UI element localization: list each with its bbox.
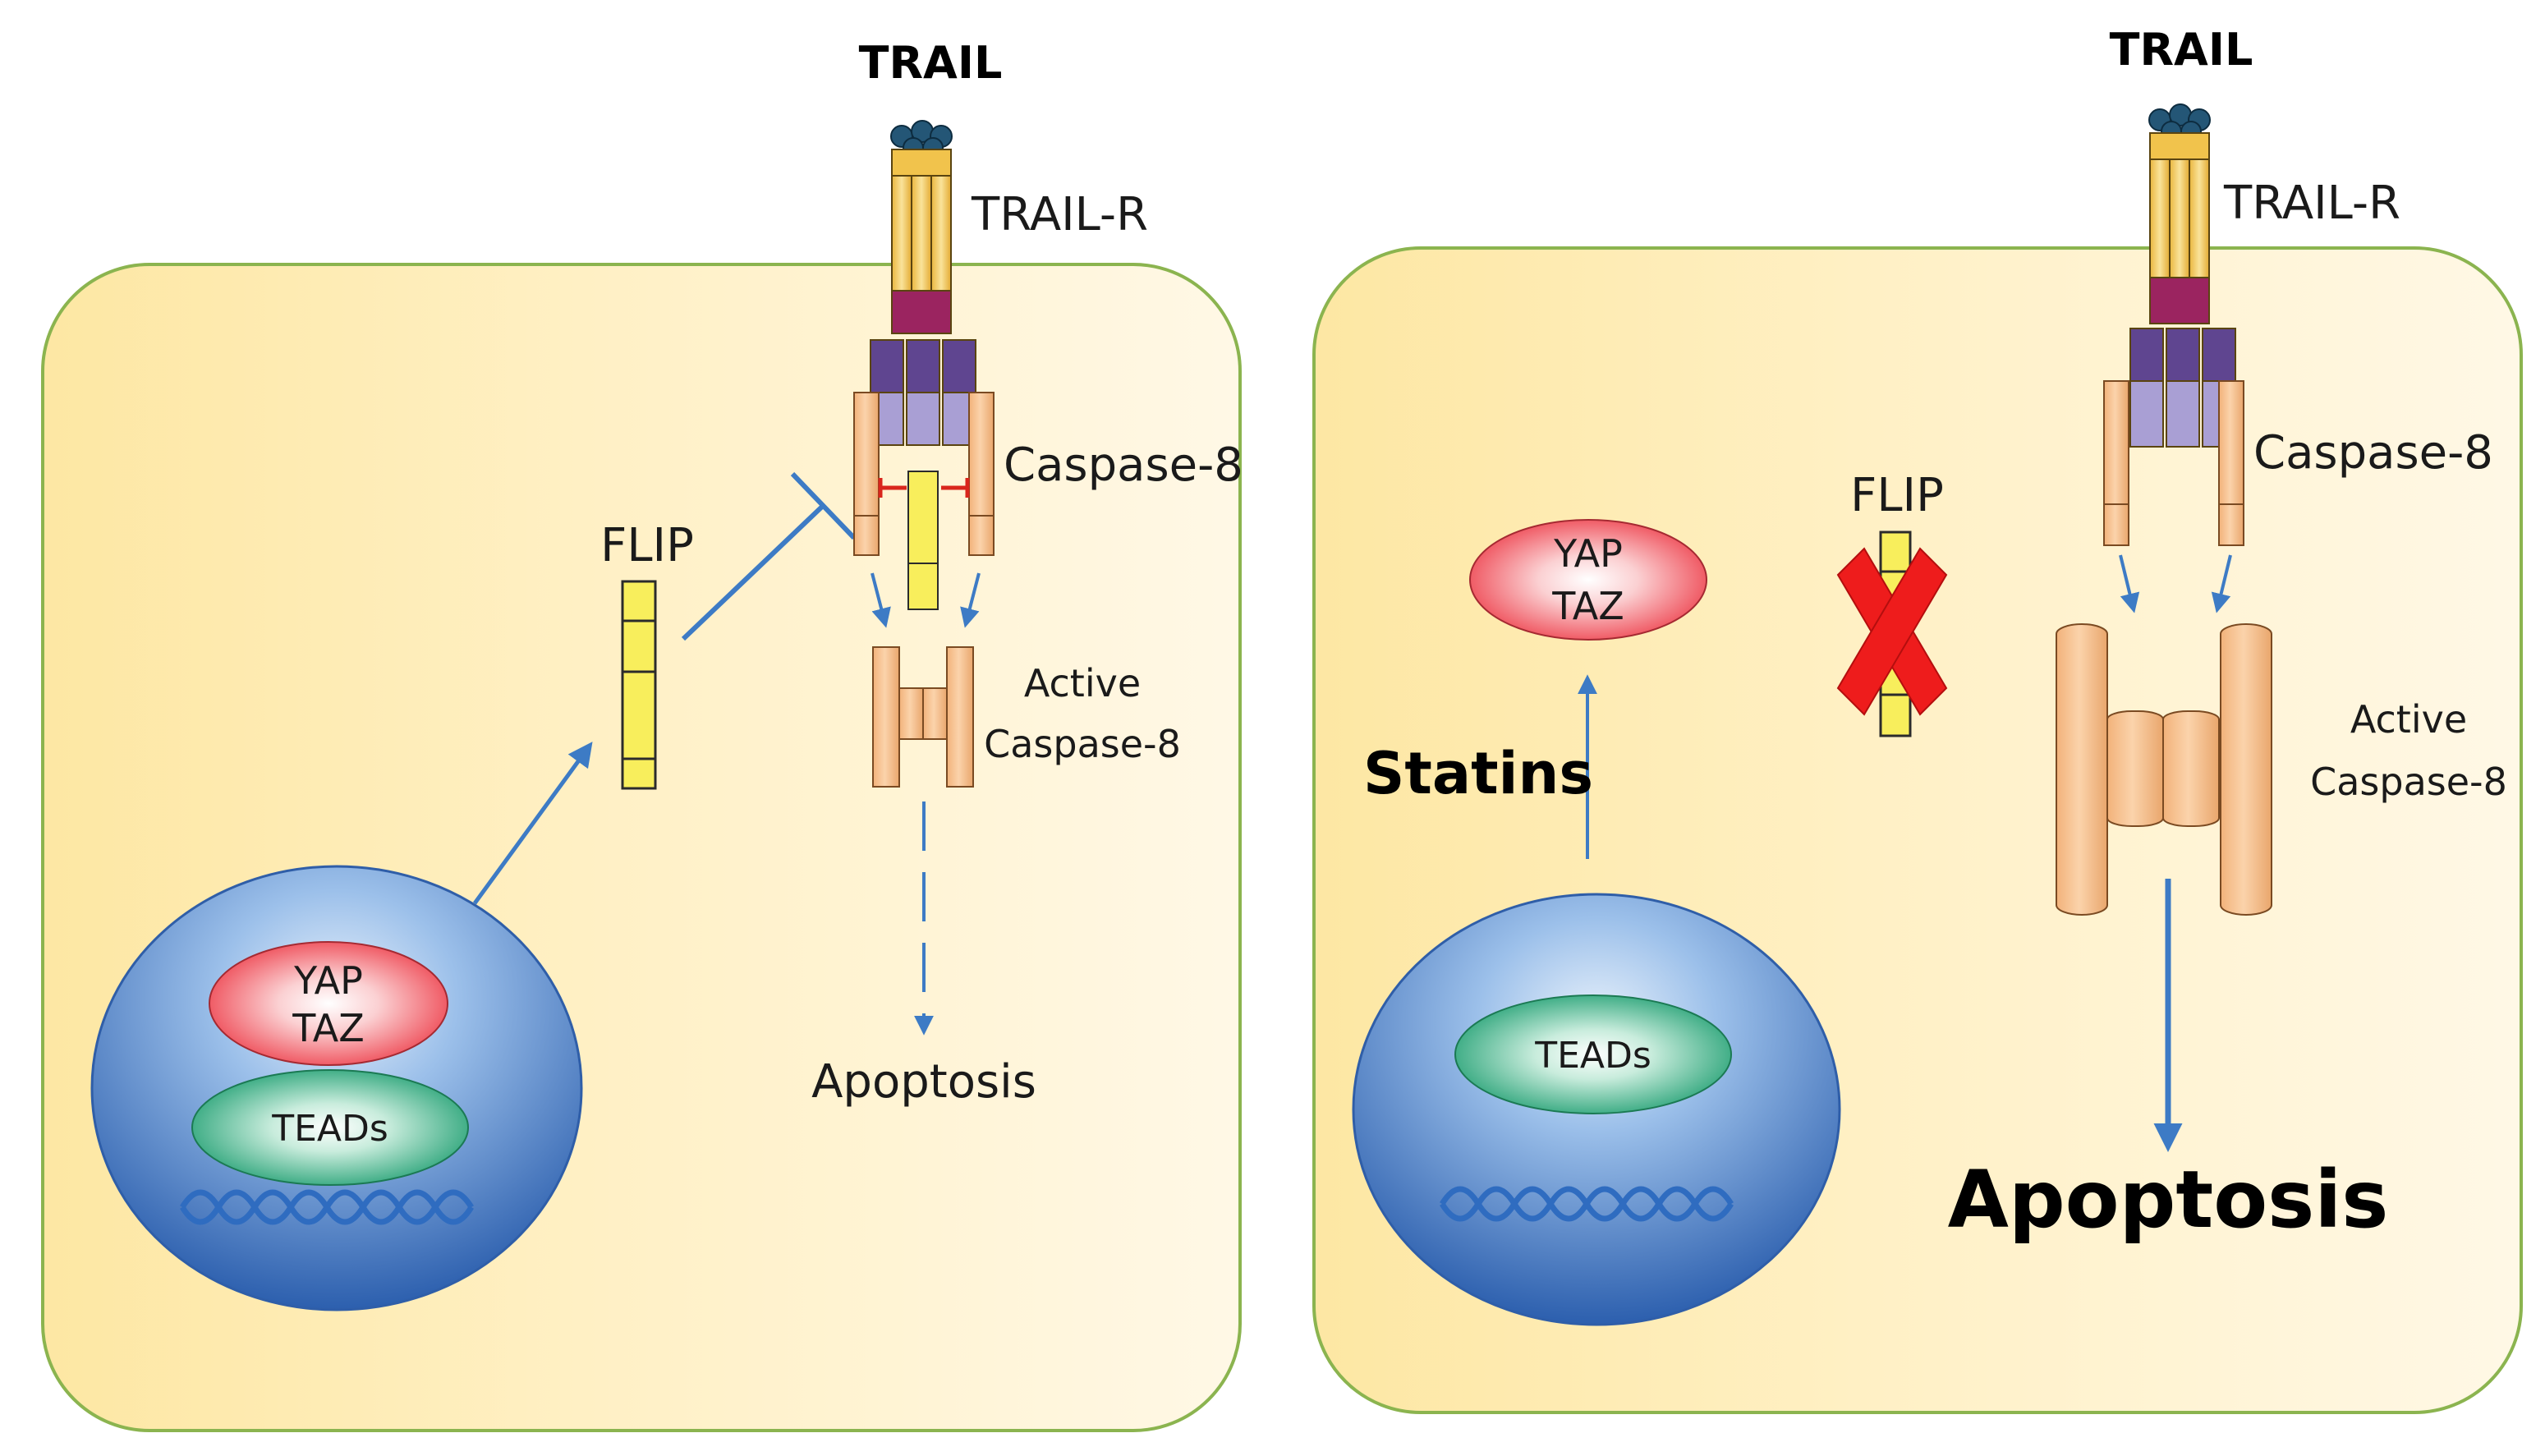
left-yap-to-flip-arrow xyxy=(472,742,593,905)
left-active-caspase8-line1: Active xyxy=(1024,661,1141,705)
left-cleave-arrow-2 xyxy=(960,572,981,628)
right-flip-label: FLIP xyxy=(1850,469,1944,522)
right-caspase8-label: Caspase-8 xyxy=(2253,426,2493,480)
left-apoptosis-label: Apoptosis xyxy=(811,1055,1036,1109)
right-trail-r-label: TRAIL-R xyxy=(2223,177,2400,230)
left-active-caspase8 xyxy=(872,646,974,788)
left-nucleus: YAP TAZ TEADs xyxy=(90,865,583,1311)
right-taz-label: TAZ xyxy=(1551,584,1624,628)
right-panel: TEADs Statins YAP TAZ FLIP TRAIL xyxy=(1312,24,2523,1414)
left-cleave-arrow-1 xyxy=(871,572,891,628)
right-trail-receptor xyxy=(2129,132,2236,448)
left-teads xyxy=(191,1069,469,1186)
right-active-caspase8-line2: Caspase-8 xyxy=(2310,760,2507,804)
left-yap-taz-complex xyxy=(209,941,448,1066)
left-flip-in-disc xyxy=(907,471,939,610)
left-yap-label: YAP xyxy=(293,958,363,1003)
right-flip-cross-icon xyxy=(1836,547,1948,716)
left-flip-label: FLIP xyxy=(600,519,694,572)
right-statins-label: Statins xyxy=(1363,740,1593,807)
left-caspase8-label: Caspase-8 xyxy=(1004,439,1243,492)
left-teads-label: TEADs xyxy=(271,1108,388,1150)
right-trail-label: TRAIL xyxy=(2110,24,2253,76)
left-inhibit-cleavage xyxy=(878,478,970,498)
right-yap-label: YAP xyxy=(1553,531,1623,576)
left-flip-inhibition xyxy=(681,503,825,641)
right-caspase8-disc xyxy=(2103,380,2244,546)
right-teads-label: TEADs xyxy=(1534,1035,1651,1077)
left-panel: YAP TAZ TEADs FLIP TRAIL xyxy=(41,37,1243,1432)
left-flip-protein xyxy=(621,580,657,790)
right-yap-taz-complex xyxy=(1469,519,1707,641)
right-apoptosis-label: Apoptosis xyxy=(1948,1154,2389,1246)
left-caspase8-disc xyxy=(853,392,995,556)
right-nucleus: TEADs xyxy=(1352,893,1841,1326)
right-cleave-arrow-2 xyxy=(2211,554,2232,613)
left-trail-label: TRAIL xyxy=(859,37,1003,89)
left-active-caspase8-line2: Caspase-8 xyxy=(984,722,1181,766)
right-teads xyxy=(1454,994,1732,1114)
right-active-caspase8 xyxy=(2056,623,2272,916)
right-active-caspase8-line1: Active xyxy=(2350,697,2467,742)
left-taz-label: TAZ xyxy=(292,1006,365,1050)
right-cleave-arrow-1 xyxy=(2119,554,2140,613)
left-trail-r-label: TRAIL-R xyxy=(971,188,1148,241)
